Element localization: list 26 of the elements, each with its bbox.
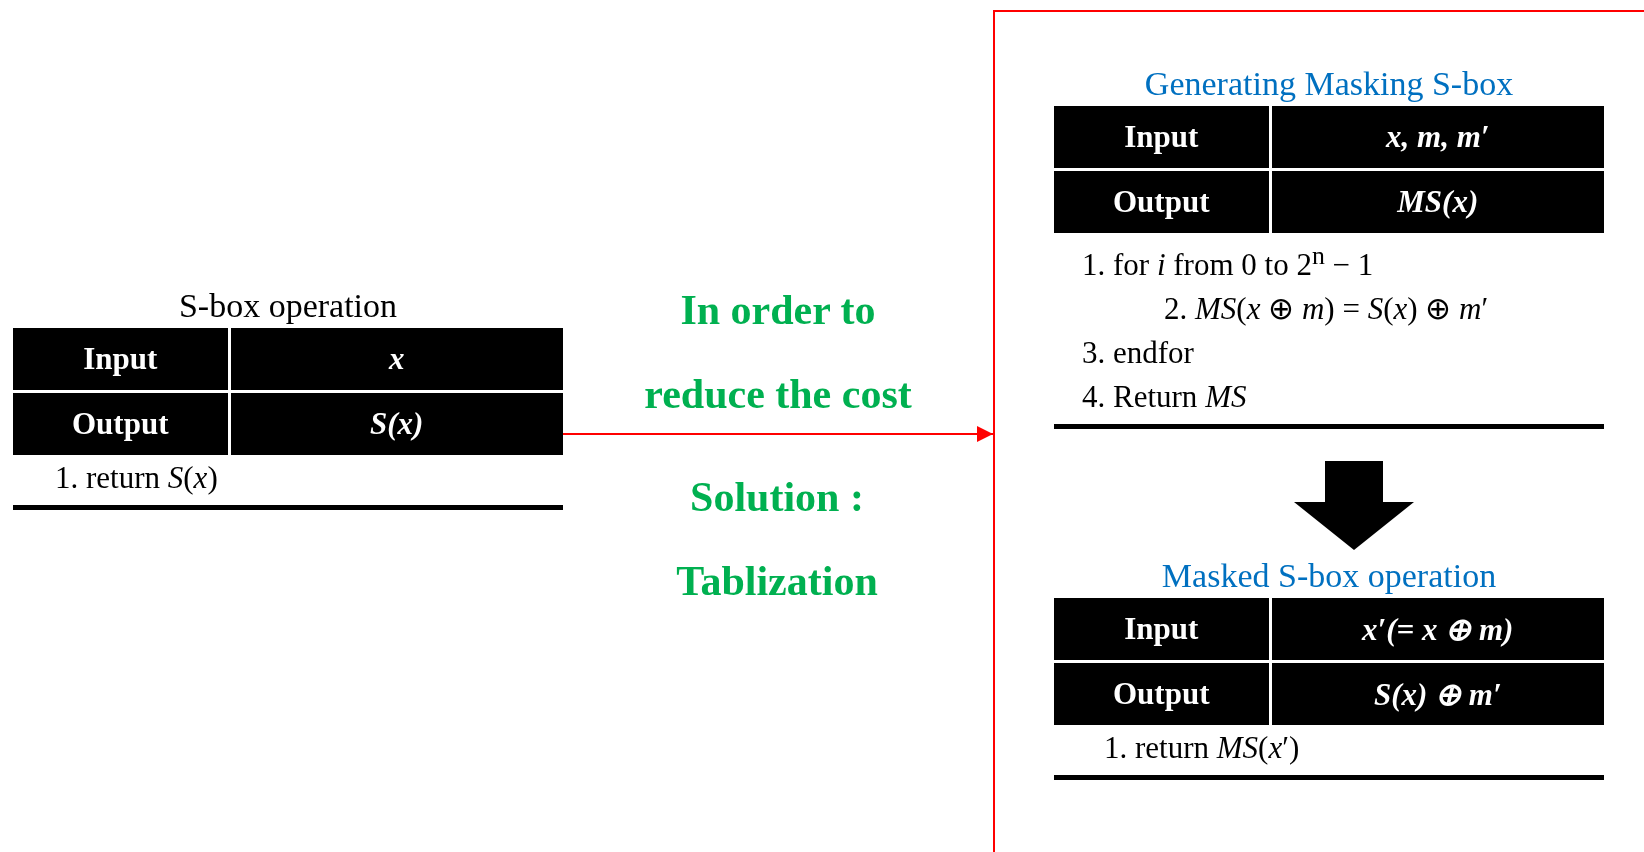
note-text: Solution : Tablization [675, 473, 879, 606]
arrow [562, 426, 994, 442]
table-cell: Output [13, 391, 229, 455]
table-cell: x, m, m′ [1270, 106, 1604, 170]
table-cell: Output [1054, 169, 1270, 233]
table-cell: x [229, 328, 563, 392]
table-cell: S(x) [229, 391, 563, 455]
table-cell: Input [13, 328, 229, 392]
block-title: Generating Masking S-box [1143, 64, 1515, 104]
table-cell: x′(= x ⊕ m) [1270, 598, 1604, 662]
block-title: S-box operation [177, 286, 399, 326]
algorithm-step: 1. return S(x) [13, 455, 563, 499]
table-cell: MS(x) [1270, 169, 1604, 233]
table-cell: Input [1054, 598, 1270, 662]
algorithm-step: 4. Return MS [1054, 374, 1604, 419]
algorithm-step: 1. return MS(x′) [1054, 725, 1604, 769]
table-cell: S(x) ⊕ m′ [1270, 661, 1604, 725]
table-cell: Input [1054, 106, 1270, 170]
algorithm-step: 1. for i from 0 to 2$^{n}$ − 1 [1054, 233, 1604, 287]
table-cell: Output [1054, 661, 1270, 725]
block-title: Masked S-box operation [1160, 556, 1498, 596]
algorithm-step: 3. endfor [1054, 330, 1604, 375]
edge-label: In order to reduce the cost [643, 286, 913, 419]
block-arrow [1294, 461, 1414, 550]
frame-box [993, 10, 1644, 852]
algorithm-step: 2. MS(x ⊕ m) = S(x) ⊕ m′ [1054, 286, 1604, 331]
